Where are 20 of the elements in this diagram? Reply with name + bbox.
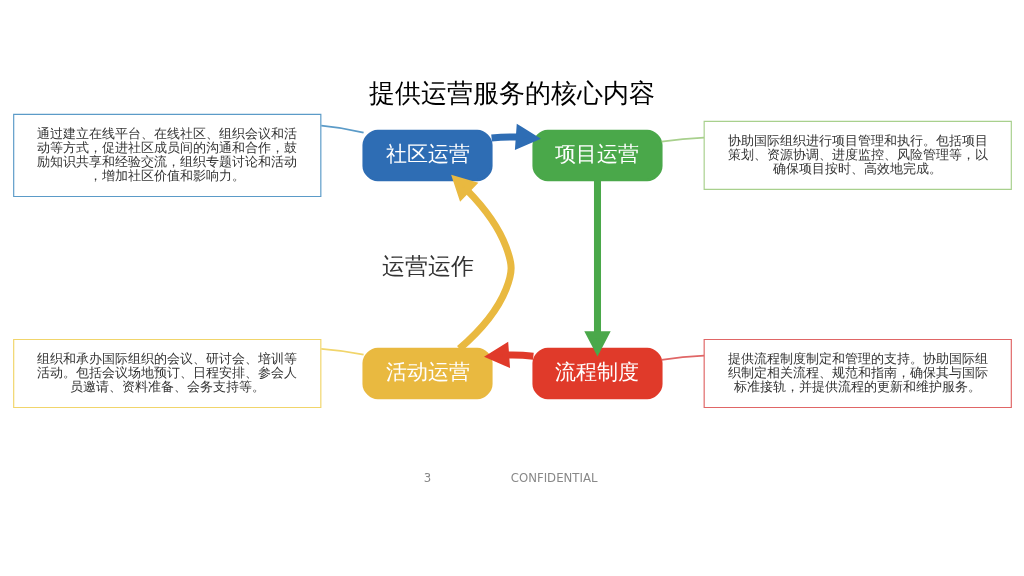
arrow [450, 174, 515, 351]
node-box: 提供流程制度制定和管理的支持。协助国际组织制定相关流程、规范和指南，确保其与国际标准接轨，并提供流程的更新和维护服务。 [703, 338, 1012, 408]
node-box: 组织和承办国际组织的会议、研讨会、培训等活动。包括会议场地预订、日程安排、参会人员邀请、资料准备、会务支持等。 [12, 338, 321, 408]
arrow [490, 123, 541, 150]
node-box: 通过建立在线平台、在线社区、组织会议和活动等方式，促进社区成员间的沟通和合作，鼓励知识共享和经验交流，组织专题讨论和活动，增加社区价值和影响力。 [12, 113, 321, 197]
label: 运营运作 [381, 251, 474, 280]
node-box: 项目运营 [531, 129, 663, 181]
node-box: 协助国际组织进行项目管理和执行。包括项目策划、资源协调、进度监控、风险管理等，以确保项目按时、高效地完成。 [703, 120, 1012, 190]
node-box: 流程制度 [531, 347, 663, 399]
node-box: 社区运营 [361, 129, 493, 181]
diagram-title: 提供运营服务的核心内容 [369, 77, 655, 108]
connector [660, 354, 705, 361]
label: CONFIDENTIAL [510, 470, 597, 485]
arrow [483, 341, 534, 368]
connector [319, 347, 364, 355]
connector [660, 136, 705, 143]
arrow [583, 179, 611, 356]
label: 3 [423, 470, 431, 485]
connector [319, 124, 364, 133]
node-box: 活动运营 [361, 347, 493, 399]
